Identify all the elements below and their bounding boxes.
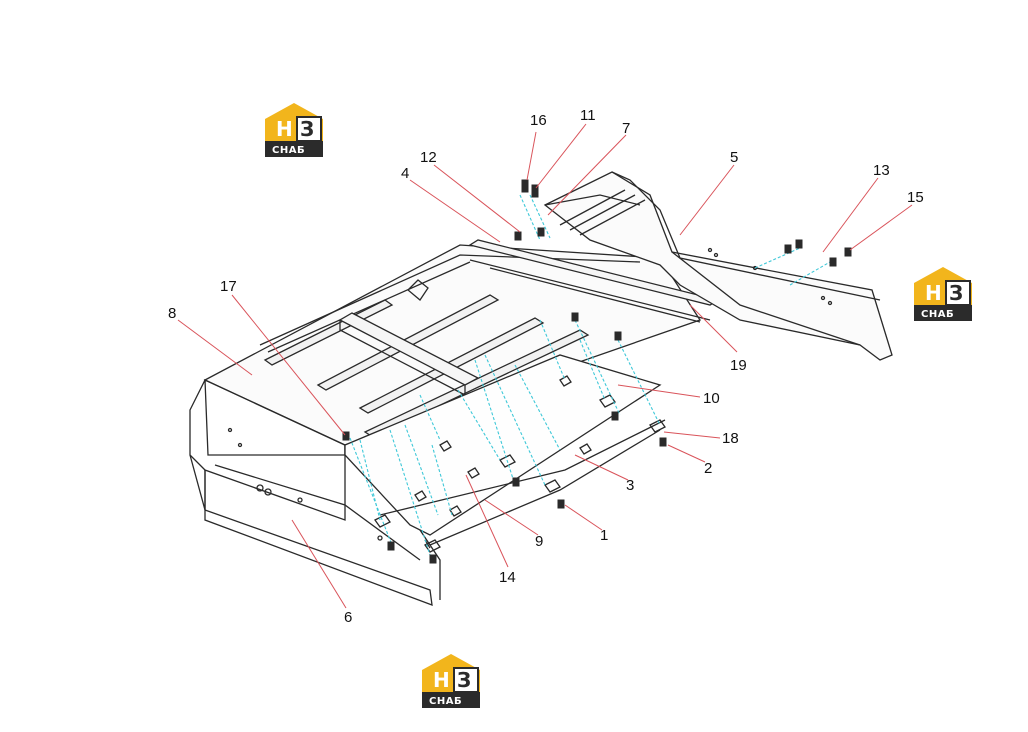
bolt [387,541,395,551]
bolt [659,437,667,447]
bolt [829,257,837,267]
callout-17: 17 [220,278,237,295]
bolt [514,231,522,241]
callout-10: 10 [703,390,720,407]
svg-text:З: З [949,281,963,305]
svg-text:Н: Н [925,281,942,305]
svg-text:СНАБ: СНАБ [429,696,462,707]
bolt [429,554,437,564]
callout-3: 3 [626,477,634,494]
svg-text:СНАБ: СНАБ [921,309,954,320]
logo-bottom: Н З СНАБ [420,652,482,710]
callout-8: 8 [168,305,176,322]
house-logo-icon: Н З СНАБ [422,654,480,708]
bolt [537,227,545,237]
callout-6: 6 [344,609,352,626]
bolt [531,184,539,198]
callout-11: 11 [580,107,596,124]
cover-plate [344,354,666,553]
callout-19: 19 [730,357,747,374]
bolt [611,411,619,421]
callout-7: 7 [622,120,630,137]
bolt [784,244,792,254]
bolts [342,179,852,564]
bolt [557,499,565,509]
callout-1: 1 [600,527,608,544]
bolt-alignment-lines [349,194,831,556]
bolt [614,331,622,341]
svg-text:СНАБ: СНАБ [272,145,305,156]
callout-9: 9 [535,533,543,550]
callout-13: 13 [873,162,890,179]
callout-5: 5 [730,149,738,166]
right-side-panel [543,171,893,361]
logo-top-left: Н З СНАБ [263,101,325,159]
logo-right: Н З СНАБ [912,265,974,323]
callout-15: 15 [907,189,924,206]
bolt [342,431,350,441]
bolt [512,477,520,487]
callout-4: 4 [401,165,409,182]
leader-lines [177,123,913,609]
svg-text:Н: Н [433,668,450,692]
svg-text:З: З [300,117,314,141]
bolt [521,179,529,193]
main-floor-panel [189,239,720,606]
bolt [844,247,852,257]
callout-12: 12 [420,149,437,166]
callout-14: 14 [499,569,516,586]
bolt [795,239,803,249]
bolt [571,312,579,322]
callout-2: 2 [704,460,712,477]
house-logo-icon: Н З СНАБ [265,103,323,157]
callout-numbers: 16 11 7 12 4 5 13 15 17 8 19 10 18 2 3 1… [168,107,924,626]
callout-16: 16 [530,112,547,129]
callout-18: 18 [722,430,739,447]
house-logo-icon: Н З СНАБ [914,267,972,321]
svg-text:З: З [457,668,471,692]
svg-text:Н: Н [276,117,293,141]
